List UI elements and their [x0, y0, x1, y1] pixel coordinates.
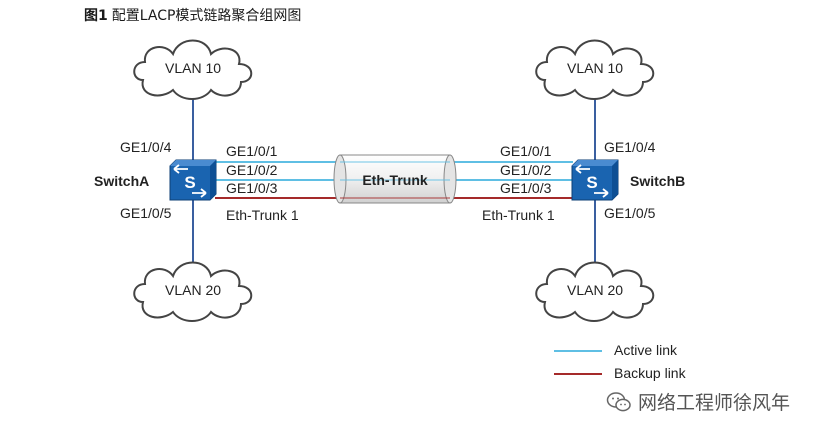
switch-a-port-up: GE1/0/4	[120, 139, 172, 155]
cloud-a-bottom-label: VLAN 20	[165, 282, 221, 298]
wechat-icon	[606, 392, 631, 412]
watermark-text: 网络工程师徐风年	[638, 392, 791, 414]
switch-a-glyph: S	[184, 173, 195, 192]
cloud-a-bottom: VLAN 20	[133, 261, 253, 322]
switch-b-icon: S	[571, 159, 619, 201]
switch-a-name: SwitchA	[94, 173, 149, 189]
cloud-a-top: VLAN 10	[133, 39, 253, 100]
legend-backup-label: Backup link	[614, 365, 686, 381]
legend-active: Active link	[554, 342, 677, 358]
eth-trunk-tube: Eth-Trunk	[333, 154, 457, 204]
switch-b-glyph: S	[586, 173, 597, 192]
legend-backup: Backup link	[554, 365, 686, 381]
cloud-a-top-label: VLAN 10	[165, 60, 221, 76]
switch-b-port-down: GE1/0/5	[604, 205, 656, 221]
switch-b-member-3: GE1/0/3	[500, 180, 552, 196]
switch-b-port-up: GE1/0/4	[604, 139, 656, 155]
switch-a-port-down: GE1/0/5	[120, 205, 172, 221]
switch-b-member-2: GE1/0/2	[500, 162, 552, 178]
switch-a-icon: S	[169, 159, 217, 201]
switch-a-trunk-label: Eth-Trunk 1	[226, 207, 299, 223]
figure-number: 图1	[84, 8, 108, 24]
switch-a-member-3: GE1/0/3	[226, 180, 278, 196]
cloud-b-top-label: VLAN 10	[567, 60, 623, 76]
switch-a-member-2: GE1/0/2	[226, 162, 278, 178]
switch-b-trunk-label: Eth-Trunk 1	[482, 207, 555, 223]
cloud-b-top: VLAN 10	[535, 39, 655, 100]
watermark: 网络工程师徐风年	[606, 388, 790, 415]
figure-title: 配置LACP模式链路聚合组网图	[111, 8, 302, 24]
cloud-b-bottom: VLAN 20	[535, 261, 655, 322]
legend-backup-swatch	[554, 373, 602, 376]
legend-active-label: Active link	[614, 342, 678, 358]
switch-a-member-1: GE1/0/1	[226, 143, 278, 159]
switch-b-name: SwitchB	[630, 173, 685, 189]
switch-b-member-1: GE1/0/1	[500, 143, 552, 159]
cloud-b-bottom-label: VLAN 20	[567, 282, 623, 298]
legend-active-swatch	[554, 350, 602, 353]
eth-trunk-tube-label: Eth-Trunk	[362, 172, 428, 188]
